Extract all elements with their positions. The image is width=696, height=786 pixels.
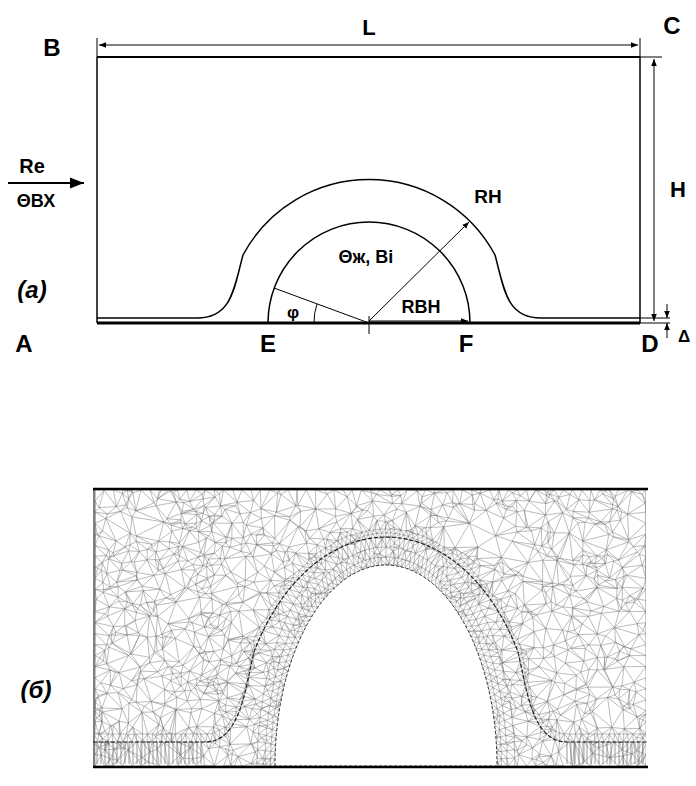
extension-line: [640, 323, 662, 324]
outer-contour: [97, 180, 640, 318]
boundary-layer-line: [643, 742, 644, 764]
dimension-line: [654, 59, 655, 321]
radius-label: RВН: [401, 298, 442, 316]
boundary-layer-line: [595, 742, 596, 764]
angle-arc: [314, 304, 317, 323]
boundary-layer-line: [603, 742, 604, 764]
boundary-layer-line: [117, 742, 118, 764]
top-wall: [97, 56, 640, 58]
dimension-arrow: [667, 304, 668, 318]
boundary-layer-line: [145, 742, 146, 764]
boundary-layer-line: [579, 742, 580, 764]
extension-line: [640, 57, 662, 58]
point-label: A: [14, 332, 33, 356]
boundary-layer-line: [615, 742, 616, 764]
boundary-layer-line: [173, 742, 174, 764]
triangular-mesh: [95, 490, 646, 766]
boundary-layer-line: [607, 742, 608, 764]
parameter-label: ΘВХ: [16, 192, 56, 210]
point-label: B: [42, 36, 61, 60]
mesh-bottom-wall: [93, 766, 648, 769]
boundary-layer-line: [169, 742, 170, 764]
boundary-layer-line: [189, 742, 190, 764]
dimension-label: Δ: [677, 328, 691, 345]
extension-line: [662, 323, 670, 324]
boundary-layer-line: [623, 742, 624, 764]
parameter-label: Re: [18, 156, 46, 176]
extension-line: [640, 318, 670, 319]
boundary-layer-line: [129, 742, 130, 764]
boundary-layer-line: [125, 742, 126, 764]
boundary-layer-line: [141, 742, 142, 764]
boundary-layer-line: [109, 742, 110, 764]
radius-label: RН: [473, 187, 502, 206]
boundary-layer-line: [181, 742, 182, 764]
boundary-layer-line: [583, 742, 584, 764]
inner-semicircle: [268, 222, 470, 323]
boundary-layer-line: [165, 742, 166, 764]
dimension-label: H: [669, 179, 687, 201]
mesh-outer-contour: [93, 537, 648, 742]
boundary-layer-line: [177, 742, 178, 764]
boundary-layer-line: [153, 742, 154, 764]
mesh-left-wall: [94, 489, 95, 767]
boundary-layer-line: [619, 742, 620, 764]
boundary-layer-line: [97, 742, 98, 764]
inner-radius-arrow: [369, 321, 468, 322]
inflow-arrow: [8, 182, 84, 184]
panel-label: (а): [16, 278, 47, 302]
boundary-layer-line: [193, 742, 194, 764]
boundary-layer-line: [201, 742, 202, 764]
angle-label: φ: [286, 304, 300, 321]
boundary-layer-line: [121, 742, 122, 764]
boundary-layer-line: [587, 742, 588, 764]
boundary-layer-line: [635, 742, 636, 764]
boundary-layer-line: [627, 742, 628, 764]
boundary-layer-line: [639, 742, 640, 764]
panel-label: (б): [20, 678, 53, 702]
dimension-label: L: [361, 17, 376, 39]
point-label: F: [458, 332, 475, 356]
boundary-layer-line: [105, 742, 106, 764]
center-tick: [369, 316, 370, 334]
extension-line: [640, 38, 641, 57]
parameter-label: Θж, Bi: [338, 248, 395, 266]
boundary-layer-line: [599, 742, 600, 764]
inlet-boundary: [96, 57, 98, 323]
mesh-top-wall: [93, 488, 648, 491]
boundary-layer-line: [113, 742, 114, 764]
dimension-arrow: [667, 323, 668, 338]
boundary-layer-line: [197, 742, 198, 764]
boundary-layer-line: [611, 742, 612, 764]
extension-line: [97, 38, 98, 57]
boundary-layer-line: [149, 742, 150, 764]
boundary-layer-line: [591, 742, 592, 764]
tube-hole: [275, 565, 497, 766]
boundary-layer-line: [157, 742, 158, 764]
boundary-layer-line: [185, 742, 186, 764]
point-label: E: [259, 332, 277, 356]
boundary-layer-line: [631, 742, 632, 764]
outlet-boundary: [639, 57, 641, 323]
point-label: C: [662, 14, 681, 38]
boundary-layer-line: [137, 742, 138, 764]
dimension-line: [99, 45, 638, 46]
boundary-layer-line: [567, 742, 568, 764]
boundary-layer-line: [575, 742, 576, 764]
point-label: D: [640, 332, 659, 356]
boundary-layer-line: [133, 742, 134, 764]
boundary-layer-line: [101, 742, 102, 764]
boundary-layer-line: [161, 742, 162, 764]
outer-radius-arrow: [369, 222, 469, 321]
boundary-layer-line: [571, 742, 572, 764]
angle-ray: [274, 288, 369, 323]
